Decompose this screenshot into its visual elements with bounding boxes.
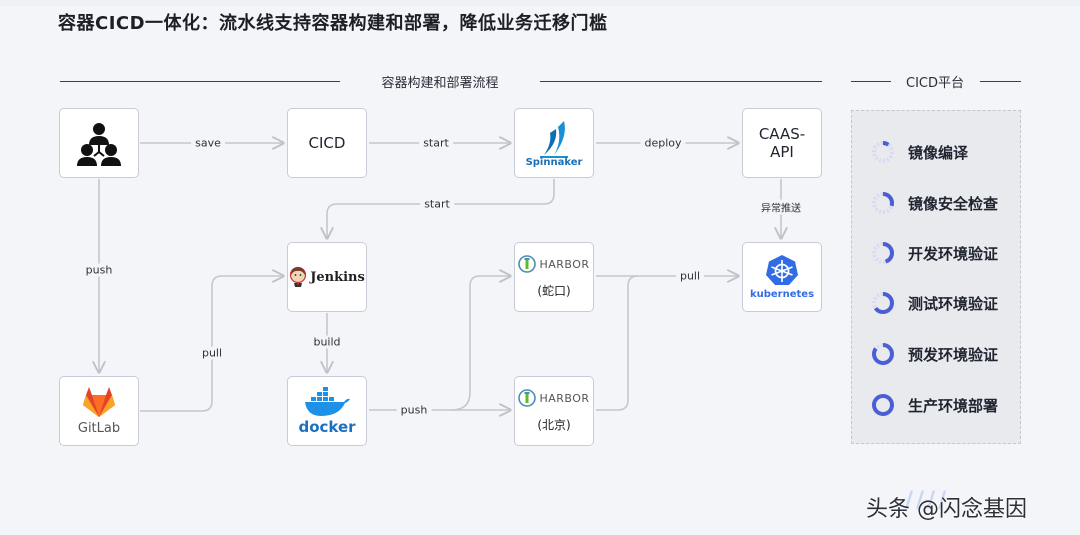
watermark: 头条 @闪念基因	[866, 497, 1027, 522]
caas-api-label-line1: CAAS-	[758, 125, 806, 143]
edge-label-deploy: deploy	[640, 136, 686, 150]
spinnaker-label: Spinnaker	[525, 156, 583, 168]
progress-ring-fill	[872, 343, 894, 365]
harbor-beijing-name: HARBOR	[539, 391, 590, 405]
kubernetes-helm-icon	[766, 255, 798, 285]
edge-push-docker-shekou	[451, 276, 510, 411]
edge-label-push-docker: push	[396, 403, 432, 417]
progress-ring-fill	[872, 242, 894, 264]
progress-ring-icon	[872, 192, 894, 214]
spinnaker-node[interactable]: Spinnaker	[514, 108, 594, 178]
progress-ring-fill	[872, 394, 894, 416]
edge-label-save: save	[191, 136, 225, 150]
harbor-lighthouse-icon	[518, 389, 537, 407]
edge-label-start-back: start	[420, 197, 454, 211]
docker-whale-icon	[305, 386, 350, 416]
panel-item-label: 开发环境验证	[908, 244, 999, 263]
panel-item-image-build[interactable]: 镜像编译	[870, 139, 968, 165]
spinnaker-sail-icon	[540, 120, 568, 158]
edge-label-push-down: push	[81, 263, 117, 277]
harbor-shekou-logo: HARBOR	[518, 255, 589, 273]
gitlab-fox-icon	[83, 387, 115, 417]
progress-ring-fill	[872, 292, 894, 314]
harbor-shekou-node[interactable]: HARBOR (蛇口)	[514, 242, 594, 312]
gitlab-label: GitLab	[77, 421, 121, 436]
edge-pull-beijing	[596, 275, 639, 411]
section-divider-left-a	[60, 81, 340, 82]
edge-pull-gitlab	[140, 276, 283, 412]
edge-label-build: build	[309, 335, 345, 349]
developer-team-node[interactable]	[59, 108, 139, 178]
jenkins-butler-icon	[290, 266, 307, 287]
cicd-node[interactable]: CICD	[287, 108, 367, 178]
jenkins-node[interactable]: Jenkins	[287, 242, 367, 312]
edge-label-abnormal-push: 异常推送	[757, 199, 805, 215]
progress-ring-icon	[872, 242, 894, 264]
edge-label-start-top: start	[419, 136, 453, 150]
cicd-label: CICD	[308, 134, 346, 152]
section-divider-left-b	[540, 81, 822, 82]
page-title: 容器CICD一体化：流水线支持容器构建和部署，降低业务迁移门槛	[58, 13, 608, 34]
docker-node[interactable]: docker	[287, 376, 367, 446]
harbor-beijing-location: (北京)	[537, 418, 571, 432]
caas-api-node[interactable]: CAAS- API	[742, 108, 822, 178]
section-title-flow: 容器构建和部署流程	[381, 76, 499, 91]
harbor-shekou-name: HARBOR	[539, 257, 590, 271]
harbor-beijing-logo: HARBOR	[518, 389, 589, 407]
docker-label: docker	[298, 417, 356, 436]
harbor-beijing-node[interactable]: HARBOR (北京)	[514, 376, 594, 446]
progress-ring-icon	[872, 394, 894, 416]
watermark-decoration: ////	[905, 488, 950, 513]
gitlab-node[interactable]: GitLab	[59, 376, 139, 446]
panel-item-staging-verify[interactable]: 预发环境验证	[870, 341, 998, 367]
kubernetes-node[interactable]: kubernetes	[742, 242, 822, 312]
harbor-shekou-location: (蛇口)	[537, 284, 571, 298]
progress-ring-fill	[872, 141, 894, 163]
panel-item-label: 镜像编译	[908, 143, 969, 162]
progress-ring-icon	[872, 141, 894, 163]
harbor-lighthouse-icon	[518, 255, 537, 273]
panel-item-dev-verify[interactable]: 开发环境验证	[870, 240, 998, 266]
cicd-platform-panel: 镜像编译 镜像安全检查 开发环境验证 测试环境验证 预发环境验证 生产环境部署	[851, 110, 1021, 444]
jenkins-label: Jenkins	[310, 269, 365, 285]
section-title-platform: CICD平台	[906, 76, 964, 91]
team-users-icon	[77, 123, 121, 166]
caas-api-label-line2: API	[770, 143, 794, 161]
panel-item-security-check[interactable]: 镜像安全检查	[870, 190, 998, 216]
panel-item-label: 测试环境验证	[908, 294, 999, 313]
top-banner-edge	[0, 0, 1080, 6]
edge-label-pull-k8s: pull	[675, 269, 705, 283]
panel-item-label: 预发环境验证	[908, 345, 999, 364]
panel-item-prod-deploy[interactable]: 生产环境部署	[870, 392, 998, 418]
panel-item-test-verify[interactable]: 测试环境验证	[870, 290, 998, 316]
progress-ring-track	[872, 141, 894, 163]
progress-ring-icon	[872, 343, 894, 365]
panel-item-label: 生产环境部署	[908, 396, 999, 415]
section-divider-right-b	[980, 81, 1021, 82]
progress-ring-fill	[872, 192, 894, 214]
edge-label-pull-gitlab: pull	[197, 346, 227, 360]
panel-item-label: 镜像安全检查	[908, 194, 999, 213]
kubernetes-label: kubernetes	[749, 289, 815, 300]
progress-ring-icon	[872, 292, 894, 314]
section-divider-right-a	[851, 81, 891, 82]
